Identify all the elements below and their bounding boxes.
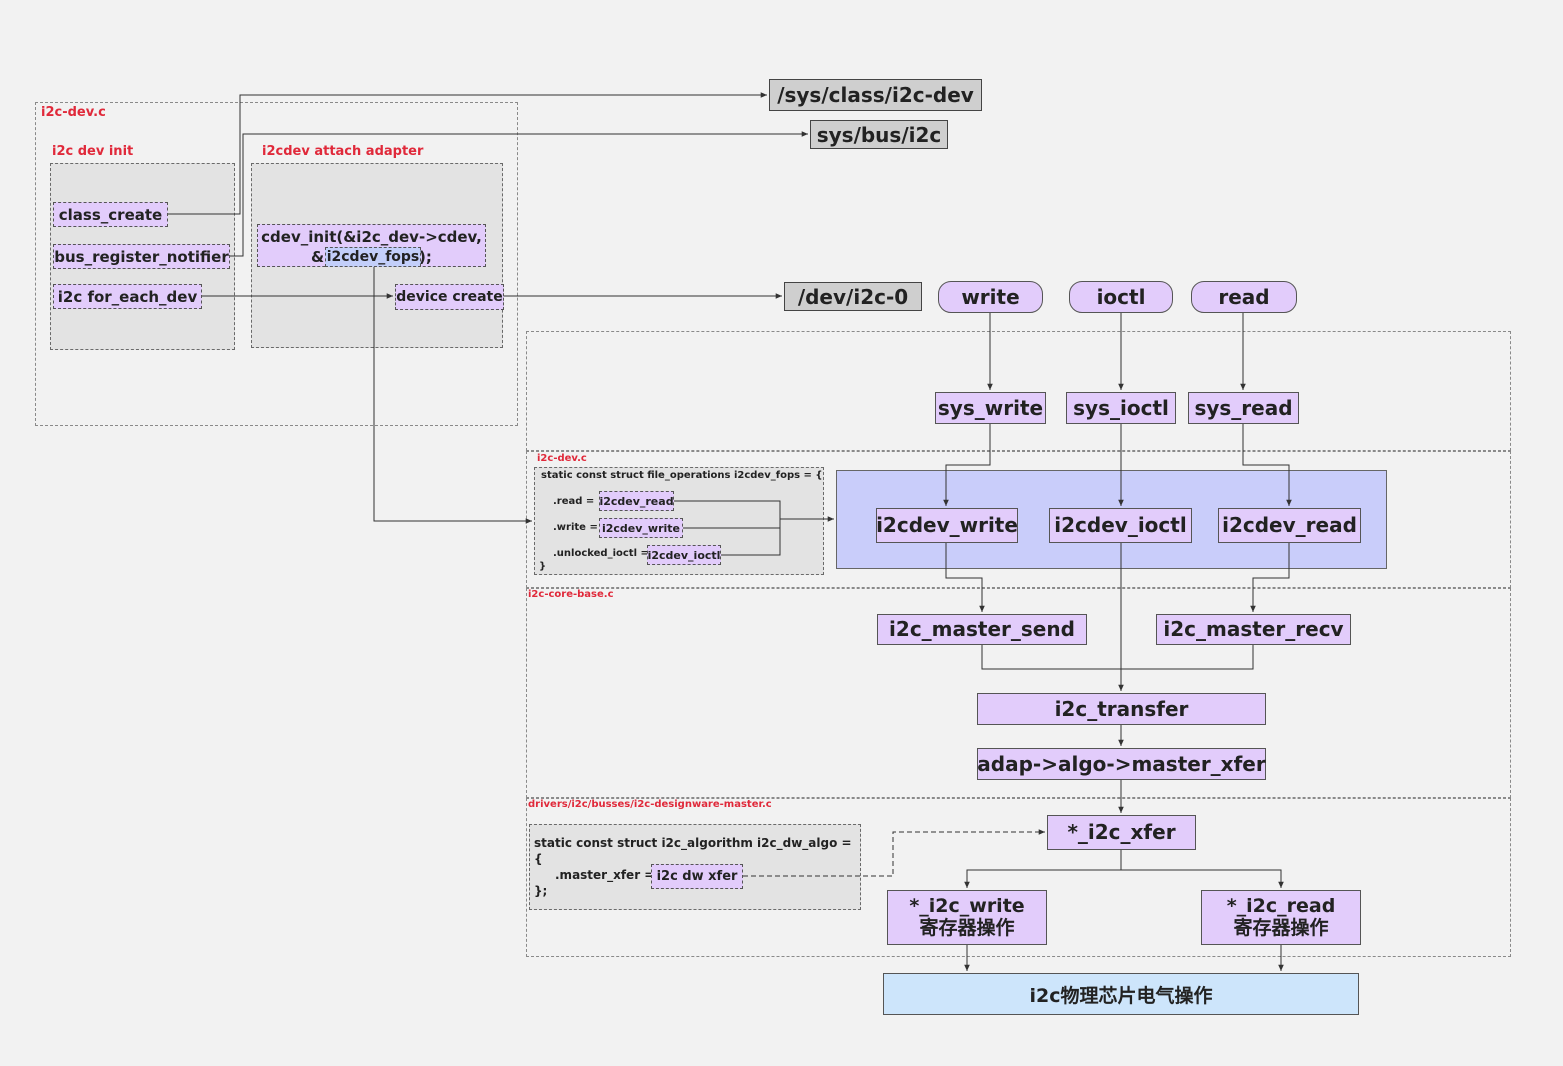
region-label-i2c-core-base-c: i2c-core-base.c: [528, 589, 614, 600]
connector-fops-read: [674, 500, 781, 519]
i2cdev-write-node: i2cdev_write: [876, 508, 1018, 543]
dw-i2c-xfer-node: *_i2c_xfer: [1047, 815, 1196, 850]
region-syscall-layer: [526, 331, 1511, 451]
connector-dw-xfer-write: [964, 850, 1122, 888]
fops-read-key: .read =: [553, 496, 595, 507]
dw-i2c-read-line1: *_i2c_read: [1226, 894, 1336, 917]
connector-class-create-sysclass: [168, 92, 767, 215]
region-label-i2c-dev-c-lower: i2c-dev.c: [537, 453, 587, 464]
connector-bus-register-sysbus: [230, 131, 808, 257]
i2c-for-each-dev-call: i2c for_each_dev: [53, 284, 202, 309]
master-xfer-node: adap->algo->master_xfer: [977, 748, 1266, 780]
connector-sys-read-i2cdev-read: [1242, 424, 1292, 506]
sys-class-i2c-dev-node: /sys/class/i2c-dev: [769, 79, 982, 111]
fops-write-key: .write =: [553, 522, 598, 533]
device-create-call: device create: [395, 284, 504, 310]
connector-fops-ref-code: [373, 267, 532, 524]
algo-master-xfer-key: .master_xfer =: [555, 868, 655, 882]
connector-algo-dw-xfer: [743, 829, 1045, 877]
i2cdev-fops-ref: i2cdev_fops: [325, 247, 421, 267]
region-label-i2c-dev-c: i2c-dev.c: [41, 105, 106, 120]
dw-i2c-read-node: *_i2c_read 寄存器操作: [1201, 890, 1361, 945]
algo-master-xfer-value: i2c dw xfer: [651, 864, 743, 889]
region-label-i2cdev-attach-adapter: i2cdev attach adapter: [262, 144, 424, 159]
region-i2c-core-base-c: [526, 588, 1511, 798]
fops-code-header: static const struct file_operations i2cd…: [541, 470, 823, 481]
i2c-transfer-node: i2c_transfer: [977, 693, 1266, 725]
write-syscall-pill: write: [938, 281, 1043, 313]
region-label-i2c-dev-init: i2c dev init: [52, 144, 134, 159]
i2c-master-send-node: i2c_master_send: [877, 614, 1087, 645]
sys-read-node: sys_read: [1188, 392, 1299, 424]
dev-i2c-0-node: /dev/i2c-0: [784, 282, 922, 311]
dw-i2c-write-line1: *_i2c_write: [909, 894, 1025, 917]
fops-ioctl-value: i2cdev_ioctl: [647, 545, 721, 565]
dw-i2c-write-node: *_i2c_write 寄存器操作: [887, 890, 1047, 945]
algo-code-open: {: [534, 852, 543, 866]
read-syscall-pill: read: [1191, 281, 1297, 313]
cdev-init-amp: &: [311, 248, 325, 266]
region-designware-master-c: [526, 798, 1511, 957]
dw-i2c-write-line2: 寄存器操作: [919, 916, 1015, 939]
fops-write-value: i2cdev_write: [599, 518, 683, 538]
sys-write-node: sys_write: [935, 392, 1046, 424]
region-label-designware-master-c: drivers/i2c/busses/i2c-designware-master…: [528, 799, 772, 810]
i2cdev-ioctl-node: i2cdev_ioctl: [1049, 508, 1192, 543]
cdev-init-line1: cdev_init(&i2c_dev->cdev,: [261, 228, 482, 246]
connector-i2cdev-write-master-send: [945, 543, 985, 612]
dw-i2c-read-line2: 寄存器操作: [1233, 916, 1329, 939]
hardware-operation-node: i2c物理芯片电气操作: [883, 973, 1359, 1015]
connector-i2cdev-read-master-recv: [1250, 543, 1290, 612]
fops-code-close: }: [539, 561, 547, 572]
connector-master-recv-transfer: [1121, 645, 1254, 670]
fops-read-value: i2cdev_read: [599, 491, 674, 511]
cdev-init-tail: );: [419, 248, 432, 266]
ioctl-syscall-pill: ioctl: [1069, 281, 1173, 313]
i2cdev-read-node: i2cdev_read: [1218, 508, 1361, 543]
connector-fops-ioctl: [721, 519, 781, 556]
region-i2c-dev-c-top: [35, 102, 518, 426]
connector-sys-write-i2cdev-write: [943, 424, 991, 506]
fops-ioctl-key: .unlocked_ioctl =: [553, 548, 649, 559]
sys-bus-i2c-node: sys/bus/i2c: [810, 120, 948, 149]
connector-dw-xfer-read: [1121, 869, 1284, 888]
algo-code-close: };: [534, 884, 548, 898]
class-create-call: class_create: [53, 202, 168, 227]
bus-register-notifier-call: bus_register_notifier: [53, 244, 230, 269]
connector-master-send-transfer: [981, 645, 1121, 670]
sys-ioctl-node: sys_ioctl: [1066, 392, 1176, 424]
i2c-master-recv-node: i2c_master_recv: [1156, 614, 1351, 645]
algo-code-header: static const struct i2c_algorithm i2c_dw…: [534, 836, 852, 850]
